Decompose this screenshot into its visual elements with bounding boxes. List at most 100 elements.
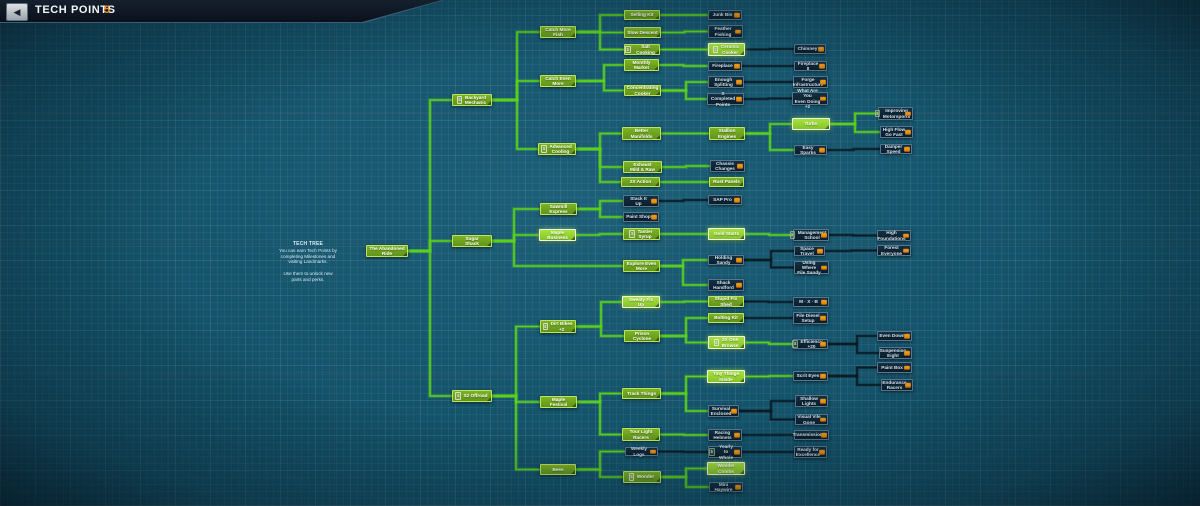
tech-node-a4c[interactable]: $Ceramic Cooker [708,43,745,56]
tech-node-a5a[interactable]: Chimney [794,44,826,54]
tech-node-b6a[interactable]: High Foundations [877,230,911,241]
cost-badge-icon [820,417,826,422]
tech-node-a4e[interactable]: Enough Splitting [708,76,744,88]
milestone-dollar-icon: $ [629,230,636,238]
tech-node-b2a[interactable]: Sawmill Express [540,203,577,215]
tech-points-value: 5 [104,4,111,16]
tech-node-b5a[interactable]: $Management School [789,229,829,241]
tech-node-c6b[interactable]: Suspension Eight [879,347,912,359]
tech-node-c5e[interactable]: Shallow Lights [795,395,828,407]
tech-node-b5b[interactable]: Forest Everyone [877,245,911,256]
tech-node-a3g[interactable]: Exhaust Mild & Raw [623,161,662,173]
tech-node-b3e[interactable]: Shack Handford [708,279,744,291]
tech-node-c4f[interactable]: Racing Helmets [708,429,742,441]
cost-badge-icon [651,214,657,220]
tech-node-a3c[interactable]: $Salt Cooking [624,44,660,55]
tech-node-c3e[interactable]: Weekly Logs [625,446,658,457]
tech-node-a5e[interactable]: Turbo [792,118,830,130]
tech-node-a6b[interactable]: High Flow Go Fast [880,126,913,138]
tech-node-a3f[interactable]: Better Manifolds [622,127,661,140]
tech-node-c5b[interactable]: File Diesel Setup [793,312,828,324]
tech-node-b3c[interactable]: $Tastier Syrup [623,228,660,240]
tech-node-c4d[interactable]: Tiny Things Inside [707,370,745,383]
tech-node-l1a[interactable]: $Backyard Mechanic [452,94,492,106]
tech-node-a3h[interactable]: 2X Action [621,177,660,187]
tech-node-b4b[interactable]: Gold Starts [708,228,745,240]
tech-node-label: Stupid Fix Shed [714,296,738,307]
tech-node-a4b[interactable]: Feather Fishing [708,25,743,38]
tech-node-b2c[interactable]: Explore Even More [623,260,660,272]
tech-node-root[interactable]: The Abandoned Ride [366,245,408,257]
tech-node-c2b[interactable]: Maple Festival [540,396,577,408]
tech-node-label: Turbo [804,121,818,127]
tech-node-b4d[interactable]: Using Where File Sandy [794,260,829,275]
tech-node-a2a[interactable]: Catch More Fish [540,26,576,38]
tech-node-a4f[interactable]: X Completed Points [707,91,744,107]
tech-node-c5h[interactable]: Ready for Excellence [794,446,827,458]
tech-node-c3a[interactable]: Sweaty Fix Up [622,296,660,308]
tech-node-a4a[interactable]: Junk Bin [708,10,742,20]
tech-node-a5f[interactable]: Easy Sparks [794,145,827,155]
tech-node-a6a[interactable]: $Improving Motorsports [874,107,913,120]
tech-node-a2b[interactable]: Catch Even More [540,75,576,87]
tech-node-label: Enough Splitting [714,76,733,87]
tech-node-a3e[interactable]: Concentrating Cooker [624,85,661,96]
tech-node-c3c[interactable]: Track Things [622,388,661,399]
tech-node-a4g[interactable]: Stallion Engines [709,127,745,140]
tech-node-a5d[interactable]: What Are You Even Doing +2 [792,88,828,109]
tech-node-label: 2X One Browse [721,337,739,348]
intro-title: TECH TREE [292,241,324,247]
tech-node-b4c[interactable]: Space Travel [794,246,825,256]
tech-node-c4g[interactable]: $Yearly to Whole [708,444,742,460]
tech-node-b3b[interactable]: Paint Shop [623,212,659,222]
tech-node-c6d[interactable]: Endurance Racers [881,379,913,391]
tech-node-c3f[interactable]: $Wonder [623,471,661,483]
tech-node-c2c[interactable]: Bees [540,464,576,475]
tech-node-a6c[interactable]: Damper Speed [880,144,912,154]
cost-badge-icon [818,46,824,52]
tech-node-l1c[interactable]: $S2 Offroad [452,390,492,402]
tech-node-label: Backyard Mechanic [464,94,487,105]
tech-node-a5b[interactable]: Fireplace II [794,61,827,71]
tech-node-b3a[interactable]: Stack It Up [623,195,659,207]
tech-node-c4h[interactable]: Wonder Combs [707,462,745,475]
tech-node-b4a[interactable]: SAP Pro [708,195,742,205]
tech-node-label: Bees [552,466,564,472]
tech-node-c5a[interactable]: M · X · B [793,297,829,307]
milestone-dollar-icon: $ [709,448,715,456]
tech-node-c4e[interactable]: Survival Enclosed [708,405,739,417]
tech-node-a3b[interactable]: Slow Descent [624,27,661,38]
tech-node-c5d[interactable]: Scrit Eyes [793,371,828,381]
tech-node-a3d[interactable]: Monthly Market [624,59,659,71]
tech-node-c3d[interactable]: Tour Light Racers [622,428,660,441]
tech-node-c5c[interactable]: $Efficiency +20 [792,339,828,349]
tech-node-c5f[interactable]: Visual Vile Gone [795,414,828,425]
tech-node-a4i[interactable]: Rust Panels [709,177,744,187]
tech-node-c4b[interactable]: Bolting Kit [708,313,744,323]
tech-node-c2a[interactable]: $Dirt Bikes +2 [540,320,576,333]
tech-node-a3a[interactable]: Selling Kit [624,10,660,20]
milestone-dollar-icon: $ [789,231,796,239]
tech-node-c4a[interactable]: Stupid Fix Shed [708,296,744,307]
cost-badge-icon [905,382,911,388]
tech-node-a2c[interactable]: $Advanced Cooling [538,143,576,155]
tech-node-label: Rust Panels [713,179,740,185]
tech-node-a5c[interactable]: Forge Infrastructure [793,76,828,88]
milestone-dollar-icon: $ [628,473,635,481]
tech-node-l1b[interactable]: Sugar Shack [452,235,492,247]
back-button[interactable]: ◀ [6,3,28,21]
tech-node-b2b[interactable]: Maple Business [539,229,576,241]
cost-badge-icon [820,96,826,101]
tech-node-b3d[interactable]: Holding Sandy [708,255,744,265]
tech-node-c6c[interactable]: Paint Box [877,362,912,373]
cost-badge-icon [820,373,826,379]
tech-node-a4d[interactable]: Fireplace [708,61,742,71]
tech-node-c6a[interactable]: Even Down [877,331,912,341]
tech-node-c5g[interactable]: Transmissions [793,430,829,440]
cost-badge-icon [904,365,910,370]
tech-node-c4i[interactable]: Mini Haywire [709,482,743,492]
cost-badge-icon [820,79,826,85]
tech-node-a4h[interactable]: Chassis Changes [710,160,745,172]
tech-node-c3b[interactable]: Prison Cyclone [624,330,660,342]
tech-node-c4c[interactable]: $2X One Browse [708,336,745,349]
